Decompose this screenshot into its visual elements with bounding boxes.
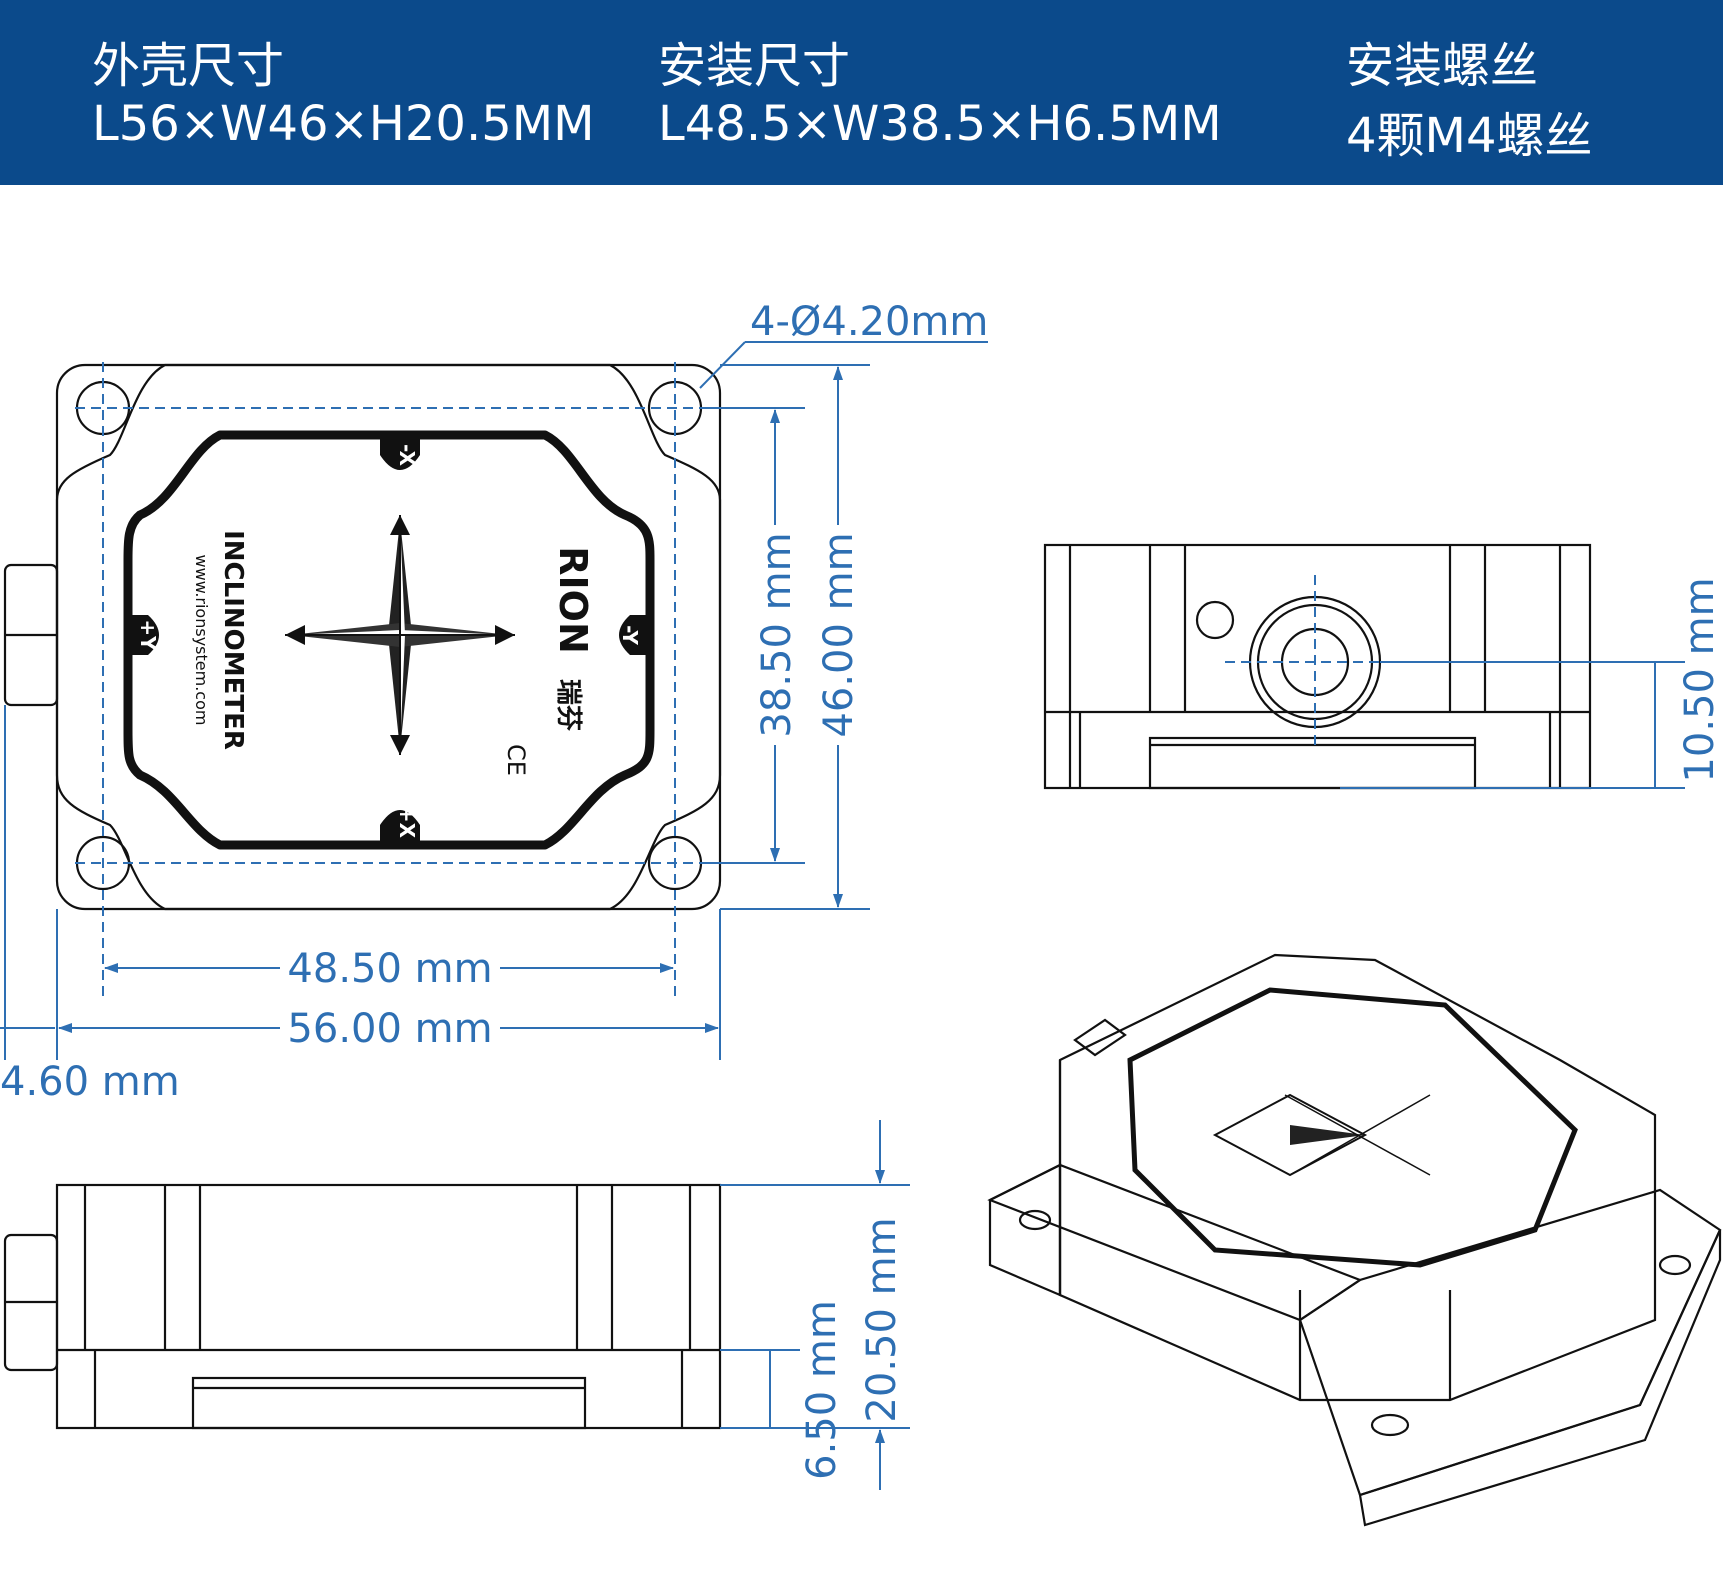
axis-pos-y: +Y: [136, 619, 160, 651]
mount-width-label: 48.50 mm: [287, 946, 492, 992]
side-view: [1043, 543, 1592, 790]
spec-title: 安装尺寸: [658, 38, 851, 94]
top-body-outline: [55, 363, 722, 911]
front-mount-label: 6.50 mm: [799, 1300, 845, 1480]
axis-pos-x: +X: [395, 806, 419, 839]
axis-neg-y: -Y: [618, 625, 642, 645]
label-plate: [123, 430, 655, 850]
spec-value: L56×W46×H20.5MM: [92, 96, 595, 152]
technical-drawing: -X +X +Y -Y INCLINOMETER www.rionsystem.…: [0, 299, 1723, 1527]
axis-neg-x: -X: [395, 444, 419, 467]
mount-hole-icon: [1018, 1209, 1052, 1231]
axis-tabs: -X +X +Y -Y: [128, 435, 650, 845]
compass-icon: [285, 515, 515, 755]
mount-height-label: 38.50 mm: [754, 532, 800, 737]
isometric-view: [987, 953, 1722, 1527]
outer-height-label: 46.00 mm: [816, 532, 862, 737]
front-total-label: 20.50 mm: [859, 1217, 905, 1422]
spec-value: L48.5×W38.5×H6.5MM: [658, 96, 1222, 152]
ce-mark: CE: [502, 744, 530, 776]
front-view: [3, 1183, 722, 1430]
connector-label: 4.60 mm: [0, 1059, 180, 1105]
website-text: www.rionsystem.com: [192, 555, 211, 726]
vent-hole-icon: [1195, 600, 1235, 640]
spec-header: 外壳尺寸 L56×W46×H20.5MM 安装尺寸 L48.5×W38.5×H6…: [0, 0, 1723, 185]
spec-title: 外壳尺寸: [92, 38, 285, 94]
spec-value: 4颗M4螺丝: [1346, 108, 1593, 164]
mount-hole-icon: [1370, 1413, 1410, 1437]
iso-compass-icon: [1212, 1093, 1431, 1177]
hole-spec-label: 4-Ø4.20mm: [750, 299, 988, 345]
brand-cn: 瑞芬: [553, 679, 583, 731]
front-dim-lines: [720, 1120, 910, 1490]
brand-logo: RION: [551, 546, 595, 654]
outer-width-label: 56.00 mm: [287, 1006, 492, 1052]
side-dim-lines: [1225, 575, 1685, 789]
side-height-label: 10.50 mm: [1677, 577, 1723, 782]
product-name: INCLINOMETER: [218, 530, 248, 750]
mount-hole-icon: [1658, 1254, 1692, 1276]
top-dim-lines: [0, 341, 988, 1060]
spec-title: 安装螺丝: [1346, 38, 1539, 94]
